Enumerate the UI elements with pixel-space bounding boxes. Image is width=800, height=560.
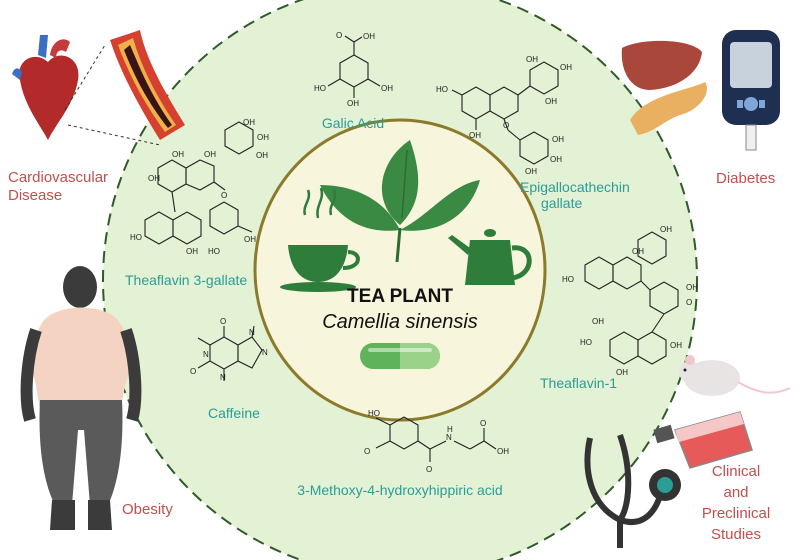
- capsule-icon: [360, 343, 440, 369]
- atom-label: N: [446, 433, 452, 442]
- mouse-icon: [679, 355, 791, 396]
- theaflavin-3-gallate-structure: OH OH OH OH OH OH O HO OH OH HO: [130, 118, 269, 256]
- label-egcg-line2: gallate: [541, 195, 582, 211]
- atom-label: HO: [562, 275, 574, 284]
- tea-leaves-icon: [320, 140, 480, 263]
- atom-label: OH: [469, 131, 481, 140]
- atom-label: OH: [257, 133, 269, 142]
- label-clinical-line1: Clinical: [712, 463, 760, 480]
- atom-label: OH: [497, 447, 509, 456]
- atom-label: OH: [552, 135, 564, 144]
- atom-label: HO: [130, 233, 142, 242]
- label-obesity: Obesity: [122, 501, 173, 518]
- atom-label: OH: [381, 84, 393, 93]
- atom-label: H: [447, 425, 453, 434]
- atom-label: HO: [314, 84, 326, 93]
- teapot-icon: [448, 229, 532, 285]
- atom-label: OH: [545, 97, 557, 106]
- tea-cup-icon: [280, 187, 360, 292]
- atom-label: OH: [592, 317, 604, 326]
- atom-label: HO: [436, 85, 448, 94]
- atom-label: N: [203, 350, 209, 359]
- label-theaflavin-3-gallate: Theaflavin 3-gallate: [125, 272, 247, 288]
- atom-label: OH: [526, 55, 538, 64]
- atom-label: O: [221, 191, 227, 200]
- artery-icon: [110, 30, 185, 140]
- label-clinical-line2: and: [723, 484, 748, 501]
- center-subtitle: Camellia sinensis: [322, 311, 478, 333]
- atom-label: O: [686, 298, 692, 307]
- label-hippuric-acid: 3-Methoxy-4-hydroxyhippiric acid: [297, 482, 502, 498]
- stethoscope-icon: [584, 434, 681, 548]
- atom-label: O: [480, 419, 486, 428]
- label-caffeine: Caffeine: [208, 405, 260, 421]
- label-clinical-line3: Preclinical: [702, 505, 770, 522]
- label-cardiovascular-line2: Disease: [8, 187, 62, 204]
- atom-label: OH: [660, 225, 672, 234]
- label-egcg-line1: Epigallocathechin: [520, 179, 630, 195]
- label-gallic-acid: Galic Acid: [322, 115, 384, 131]
- label-cardiovascular-line1: Cardiovascular: [8, 169, 108, 186]
- atom-label: HO: [208, 247, 220, 256]
- atom-label: OH: [148, 174, 160, 183]
- atom-label: O: [336, 31, 342, 40]
- atom-label: O: [364, 447, 370, 456]
- atom-label: HO: [580, 338, 592, 347]
- atom-label: N: [220, 373, 226, 382]
- atom-label: OH: [550, 155, 562, 164]
- zoom-line: [67, 124, 161, 146]
- heart-icon: [12, 35, 79, 141]
- atom-label: OH: [616, 368, 628, 377]
- atom-label: N: [249, 328, 255, 337]
- atom-label: OH: [172, 150, 184, 159]
- label-diabetes: Diabetes: [716, 170, 775, 187]
- atom-label: OH: [243, 118, 255, 127]
- atom-label: OH: [256, 151, 268, 160]
- liver-icon: [621, 40, 702, 90]
- atom-label: O: [190, 367, 196, 376]
- atom-label: OH: [347, 99, 359, 108]
- zoom-line: [64, 44, 106, 111]
- atom-label: HO: [368, 409, 380, 418]
- atom-label: OH: [525, 167, 537, 176]
- hippuric-acid-structure: HO O O N H O OH: [364, 409, 509, 474]
- atom-label: OH: [632, 247, 644, 256]
- pancreas-icon: [630, 82, 708, 135]
- theaflavin-1-structure: OH OH HO OH OH O HO OH OH: [562, 225, 698, 377]
- atom-label: OH: [186, 247, 198, 256]
- label-theaflavin-1: Theaflavin-1: [540, 375, 617, 391]
- atom-label: OH: [363, 32, 375, 41]
- atom-label: O: [220, 317, 226, 326]
- glucose-meter-icon: [722, 30, 780, 151]
- label-clinical-line4: Studies: [711, 526, 761, 543]
- atom-label: OH: [686, 283, 698, 292]
- obese-person-icon: [20, 266, 142, 530]
- atom-label: O: [426, 465, 432, 474]
- atom-label: O: [503, 121, 509, 130]
- atom-label: OH: [204, 150, 216, 159]
- atom-label: OH: [670, 341, 682, 350]
- atom-label: OH: [244, 235, 256, 244]
- egcg-structure: HO OH OH OH OH O OH OH OH: [436, 55, 572, 176]
- atom-label: N: [262, 348, 268, 357]
- atom-label: OH: [560, 63, 572, 72]
- cell-flask-icon: [653, 411, 753, 469]
- gallic-acid-structure: O OH HO OH OH: [314, 31, 393, 108]
- center-title: TEA PLANT: [347, 286, 453, 307]
- caffeine-structure: O N O N N N: [190, 317, 268, 382]
